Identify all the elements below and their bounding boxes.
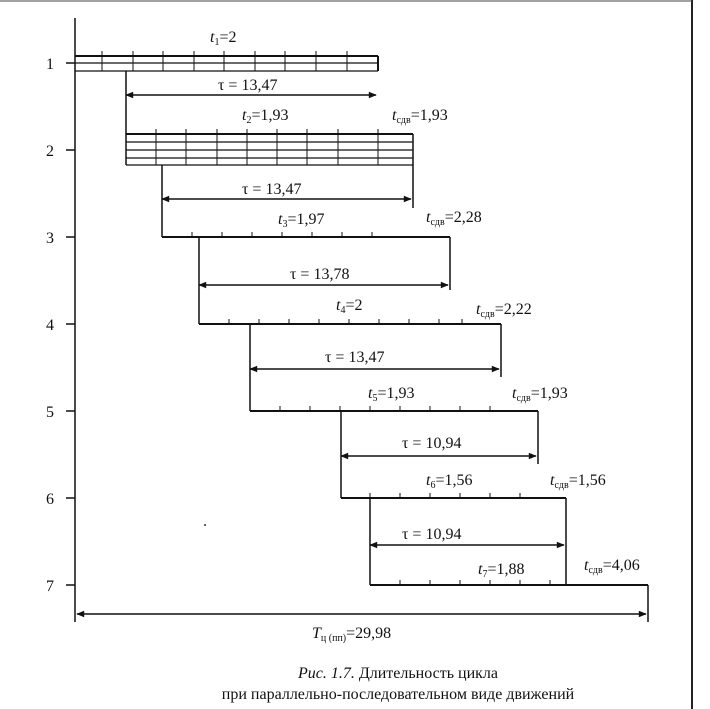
tau-label-3: τ = 13,78 <box>290 266 349 283</box>
operation-7-bar <box>370 580 649 622</box>
t1-label: t1=2 <box>210 29 236 48</box>
op-number-1: 1 <box>46 56 54 73</box>
t2-label: t2=1,93 <box>242 107 288 126</box>
tau-label-4: τ = 13,47 <box>325 349 384 366</box>
operation-6-bar <box>341 493 567 585</box>
t3-label: t3=1,97 <box>278 211 324 230</box>
t6-label: t6=1,56 <box>426 472 472 491</box>
t7-label: t7=1,88 <box>478 561 524 580</box>
operation-3-bar <box>162 232 451 290</box>
operation-numbers: 1 2 3 4 5 6 7 <box>46 56 54 595</box>
axis-ticks <box>66 62 75 586</box>
tsdv-label-7: tсдв=4,06 <box>584 557 640 576</box>
op-number-3: 3 <box>46 230 54 247</box>
total-cycle-label: Tц (пп)=29,98 <box>312 625 391 644</box>
tsdv-label-2: tсдв=1,93 <box>392 107 448 126</box>
tau-label-2: τ = 13,47 <box>242 181 301 198</box>
operation-2-bars <box>125 129 414 208</box>
operation-1-bars <box>75 51 379 72</box>
figure-caption-line2: при параллельно-последовательном виде дв… <box>222 686 575 703</box>
tsdv-label-4: tсдв=2,22 <box>476 301 532 320</box>
tau-label-6: τ = 10,94 <box>402 526 461 543</box>
t5-label: t5=1,93 <box>368 385 414 404</box>
op-number-6: 6 <box>46 491 54 508</box>
tau-label-1: τ = 13,47 <box>218 77 277 94</box>
operation-5-bar <box>250 406 539 464</box>
tau-label-5: τ = 10,94 <box>402 435 461 452</box>
tsdv-label-3: tсдв=2,28 <box>426 209 482 228</box>
tsdv-label-5: tсдв=1,93 <box>512 385 568 404</box>
tsdv-label-6: tсдв=1,56 <box>550 472 606 491</box>
op-number-7: 7 <box>46 578 54 595</box>
op-number-4: 4 <box>46 317 54 334</box>
scan-speck <box>204 524 206 526</box>
op-number-5: 5 <box>46 404 54 421</box>
op-number-2: 2 <box>46 143 54 160</box>
t1-value: = <box>219 29 228 46</box>
t4-label: t4=2 <box>336 297 362 316</box>
figure-caption-line1: Рис. 1.7. Длительность цикла <box>297 665 498 682</box>
